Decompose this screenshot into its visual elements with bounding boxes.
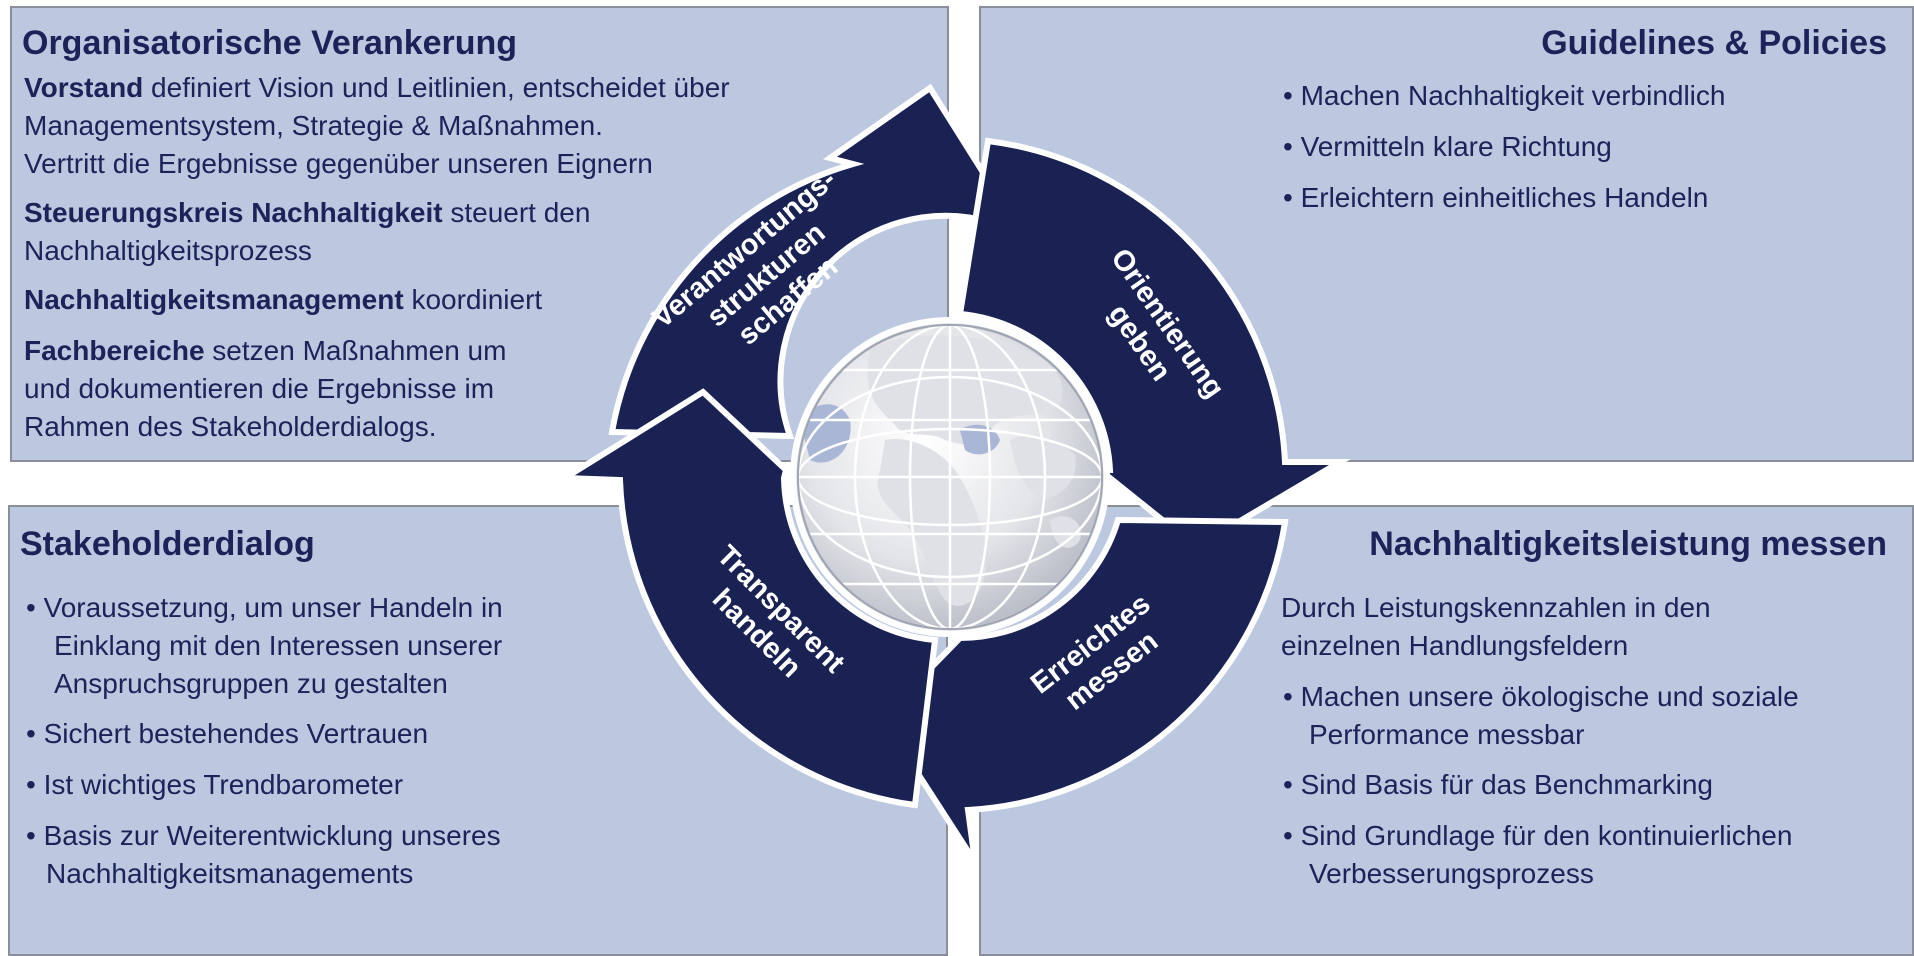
fach-text: setzen Maßnahmen um <box>204 335 507 366</box>
bullet-item: • Sichert bestehendes Vertrauen <box>26 718 429 749</box>
bullet-continuation: Nachhaltigkeitsmanagements <box>46 858 414 889</box>
steuerung-line-2: Nachhaltigkeitsprozess <box>24 235 312 266</box>
nm-line: Nachhaltigkeitsmanagement koordiniert <box>24 281 542 319</box>
arrow-transparent <box>555 388 939 809</box>
bullet-continuation: Performance messbar <box>1309 719 1585 750</box>
bullet-continuation: Verbesserungsprozess <box>1309 858 1594 889</box>
bullet-item: • Machen Nachhaltigkeit verbindlich <box>1283 80 1726 111</box>
panel-title: Organisatorische Verankerung <box>22 24 518 62</box>
nm-label: Nachhaltigkeitsmanagement <box>24 284 404 315</box>
bullet-item: • Erleichtern einheitliches Handeln <box>1283 182 1709 213</box>
vorstand-text: definiert Vision und Leitlinien, entsche… <box>143 72 730 103</box>
steuerung-line-1: Steuerungskreis Nachhaltigkeit steuert d… <box>24 194 590 232</box>
panel-title: Guidelines & Policies <box>1541 24 1887 62</box>
arrow-verantwortungsstrukturen <box>608 83 1025 440</box>
vorstand-label: Vorstand <box>24 72 144 103</box>
bullet-item: • Ist wichtiges Trendbarometer <box>26 769 404 800</box>
fach-line-2: und dokumentieren die Ergebnisse im <box>24 373 495 404</box>
bullet-item: • Sind Grundlage für den kontinuierliche… <box>1283 820 1793 851</box>
bullet-item: • Machen unsere ökologische und soziale <box>1283 681 1799 712</box>
intro-line-2: einzelnen Handlungsfeldern <box>1281 630 1629 661</box>
fach-line-1: Fachbereiche setzen Maßnahmen um <box>24 332 506 370</box>
bullet-item: • Voraussetzung, um unser Handeln in <box>26 592 503 623</box>
fach-label: Fachbereiche <box>24 335 205 366</box>
intro-line-1: Durch Leistungskennzahlen in den <box>1281 592 1711 623</box>
nm-text: koordiniert <box>403 284 543 315</box>
vorstand-line-2: Managementsystem, Strategie & Maßnahmen. <box>24 110 603 141</box>
arrow-orientierung <box>956 137 1351 551</box>
bullet-item: • Sind Basis für das Benchmarking <box>1283 769 1714 800</box>
fach-line-3: Rahmen des Stakeholderdialogs. <box>24 411 437 442</box>
panel-title: Stakeholderdialog <box>20 525 315 563</box>
vorstand-line-1: Vorstand definiert Vision und Leitlinien… <box>24 69 730 107</box>
bullet-item: • Basis zur Weiterentwicklung unseres <box>26 820 501 851</box>
arrow-erreichtes <box>878 516 1289 864</box>
bullet-continuation: Anspruchsgruppen zu gestalten <box>54 668 448 699</box>
steuerung-text: steuert den <box>442 197 591 228</box>
vorstand-line-3: Vertritt die Ergebnisse gegenüber unsere… <box>24 148 653 179</box>
bullet-continuation: Einklang mit den Interessen unserer <box>54 630 503 661</box>
bullet-item: • Vermitteln klare Richtung <box>1283 131 1612 162</box>
globe-icon <box>796 323 1104 631</box>
panel-title: Nachhaltigkeitsleistung messen <box>1369 525 1887 563</box>
steuerung-label: Steuerungskreis Nachhaltigkeit <box>24 197 443 228</box>
